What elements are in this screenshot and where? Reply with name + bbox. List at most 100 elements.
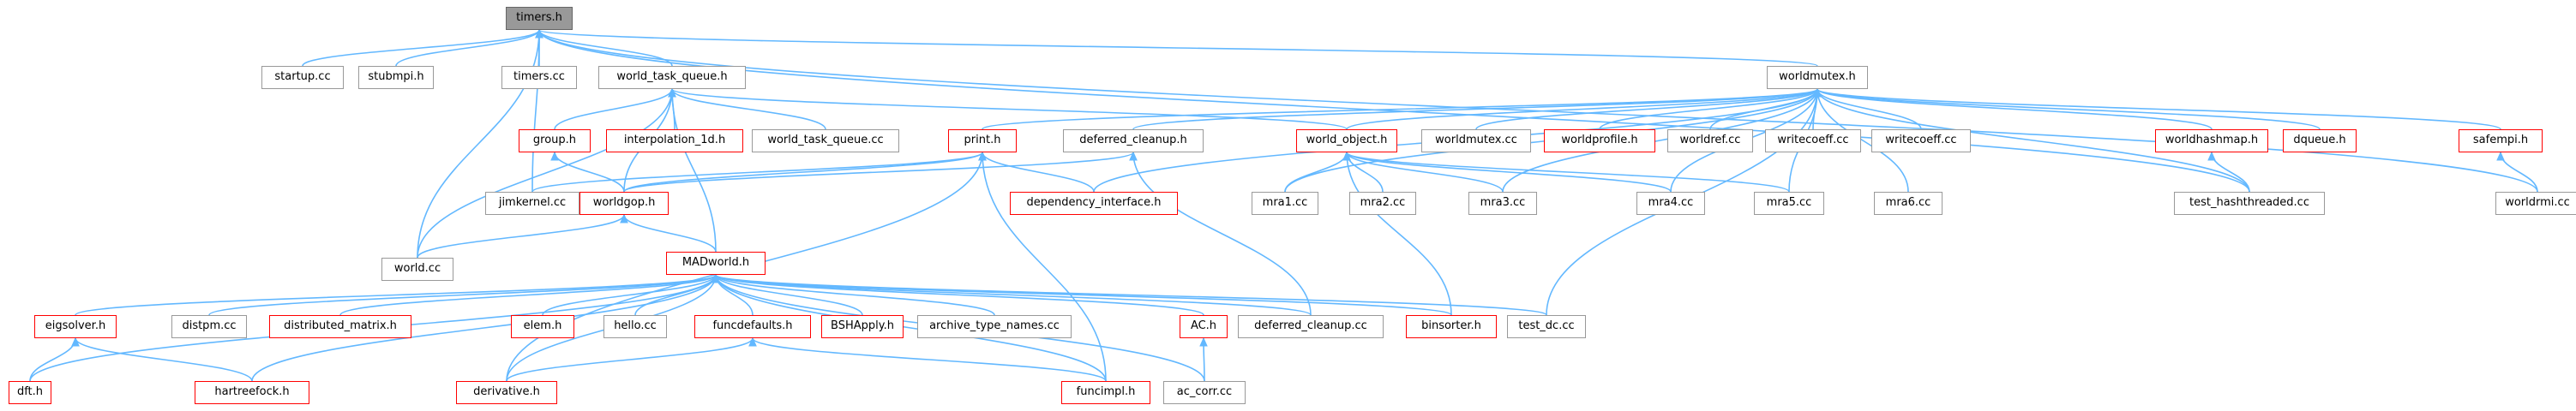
node-ac-corr-cc[interactable]: ac_corr.cc — [1163, 381, 1246, 404]
edge-world_task_queue_h-to-group_h — [554, 88, 673, 130]
edge-MADworld_h-to-deferred_cleanup_cc — [715, 274, 1312, 316]
edge-worldmutex_h-to-safempi_h — [1816, 88, 2501, 130]
node-jimkernel-cc[interactable]: jimkernel.cc — [485, 192, 579, 215]
node-group-h[interactable]: group.h — [519, 129, 591, 152]
edge-world_object_h-to-mra4_cc — [1346, 152, 1672, 193]
edge-arrowhead — [668, 87, 676, 98]
edge-print_h-to-jimkernel_cc — [531, 152, 983, 193]
node-hello-cc[interactable]: hello.cc — [603, 315, 667, 338]
node-mra6-cc[interactable]: mra6.cc — [1874, 192, 1943, 215]
edge-world_object_h-to-mra3_cc — [1346, 152, 1504, 193]
node-worldgop-h[interactable]: worldgop.h — [579, 192, 669, 215]
edge-worldmutex_h-to-world_object_h — [1346, 88, 1818, 130]
node-eigsolver-h[interactable]: eigsolver.h — [34, 315, 117, 338]
edge-worldmutex_h-to-mra6_cc — [1816, 88, 1909, 193]
node-worldhashmap-h[interactable]: worldhashmap.h — [2155, 129, 2268, 152]
edge-funcdefaults_h-to-funcimpl_h — [752, 337, 1107, 382]
node-world-task-queue-h[interactable]: world_task_queue.h — [598, 66, 746, 89]
node-binsorter-h[interactable]: binsorter.h — [1406, 315, 1497, 338]
node-dqueue-h[interactable]: dqueue.h — [2283, 129, 2357, 152]
edge-deferred_cleanup_h-to-deferred_cleanup_cc — [1132, 152, 1312, 316]
node-world-object-h[interactable]: world_object.h — [1296, 129, 1397, 152]
edge-world_object_h-to-binsorter_h — [1346, 152, 1452, 316]
edge-world_task_queue_h-to-MADworld_h — [671, 88, 717, 253]
edge-world_task_queue_h-to-world_cc — [417, 88, 673, 259]
edge-timers_h-to-worldmutex_h — [538, 29, 1818, 67]
node-test-dc-cc[interactable]: test_dc.cc — [1507, 315, 1586, 338]
node-funcdefaults-h[interactable]: funcdefaults.h — [694, 315, 811, 338]
node-world-cc[interactable]: world.cc — [381, 258, 453, 281]
edge-MADworld_h-to-distpm_cc — [208, 274, 717, 316]
edge-MADworld_h-to-archive_type_names_cc — [715, 274, 995, 316]
node-mra4-cc[interactable]: mra4.cc — [1636, 192, 1705, 215]
node-MADworld-h[interactable]: MADworld.h — [666, 252, 766, 275]
edge-arrowhead — [978, 151, 987, 161]
edge-timers_h-to-startup_cc — [302, 29, 540, 67]
node-writecoeff-cc-1[interactable]: writecoeff.cc — [1765, 129, 1861, 152]
edge-MADworld_h-to-funcimpl_h — [715, 274, 1107, 382]
node-print-h[interactable]: print.h — [948, 129, 1017, 152]
edge-worldmutex_h-to-test_hashthreaded_cc — [1816, 88, 2250, 193]
edge-MADworld_h-to-hartreefock_h — [251, 274, 717, 382]
edge-MADworld_h-to-test_dc_cc — [715, 274, 1547, 316]
edge-worldmutex_h-to-worldprofile_h — [1599, 88, 1818, 130]
edge-arrowhead — [1342, 151, 1351, 161]
node-worldmutex-cc[interactable]: worldmutex.cc — [1421, 129, 1531, 152]
edge-MADworld_h-to-hello_cc — [634, 274, 717, 316]
node-stubmpi-h[interactable]: stubmpi.h — [358, 66, 434, 89]
edge-worldhashmap_h-to-test_hashthreaded_cc — [2211, 152, 2250, 193]
edge-arrowhead — [620, 213, 628, 223]
node-timers-cc[interactable]: timers.cc — [501, 66, 577, 89]
node-worldref-cc[interactable]: worldref.cc — [1667, 129, 1753, 152]
node-dependency-interface-h[interactable]: dependency_interface.h — [1010, 192, 1178, 215]
node-derivative-h[interactable]: derivative.h — [456, 381, 557, 404]
edge-worldmutex_h-to-worldhashmap_h — [1816, 88, 2213, 130]
edge-worldmutex_h-to-dqueue_h — [1816, 88, 2321, 130]
node-interpolation-1d-h[interactable]: interpolation_1d.h — [606, 129, 743, 152]
edge-timers_h-to-test_hashthreaded_cc — [538, 29, 2250, 193]
node-writecoeff-cc-2[interactable]: writecoeff.cc — [1871, 129, 1971, 152]
node-worldmutex-h[interactable]: worldmutex.h — [1767, 66, 1868, 89]
node-test-hashthreaded-cc[interactable]: test_hashthreaded.cc — [2174, 192, 2325, 215]
edge-funcdefaults_h-to-derivative_h — [506, 337, 754, 382]
node-worldrmi-cc[interactable]: worldrmi.cc — [2495, 192, 2576, 215]
node-worldprofile-h[interactable]: worldprofile.h — [1544, 129, 1655, 152]
edge-arrowhead — [550, 151, 559, 161]
node-distributed-matrix-h[interactable]: distributed_matrix.h — [269, 315, 411, 338]
edge-eigsolver_h-to-dft_h — [29, 337, 76, 382]
edge-timers_h-to-stubmpi_h — [395, 29, 540, 67]
edge-worldmutex_h-to-print_h — [982, 88, 1818, 130]
edge-arrowhead — [748, 337, 757, 347]
node-dft-h[interactable]: dft.h — [9, 381, 51, 404]
edge-eigsolver_h-to-hartreefock_h — [75, 337, 253, 382]
node-startup-cc[interactable]: startup.cc — [261, 66, 344, 89]
node-distpm-cc[interactable]: distpm.cc — [171, 315, 247, 338]
node-AC-h[interactable]: AC.h — [1180, 315, 1228, 338]
node-deferred-cleanup-h[interactable]: deferred_cleanup.h — [1063, 129, 1204, 152]
edge-MADworld_h-to-elem_h — [542, 274, 717, 316]
edge-world_object_h-to-mra5_cc — [1346, 152, 1790, 193]
node-funcimpl-h[interactable]: funcimpl.h — [1061, 381, 1150, 404]
edge-print_h-to-dependency_interface_h — [982, 152, 1095, 193]
edge-arrowhead — [71, 337, 80, 347]
edge-worldmutex_h-to-mra3_cc — [1502, 88, 1818, 193]
node-mra5-cc[interactable]: mra5.cc — [1754, 192, 1824, 215]
edge-arrowhead — [2496, 151, 2505, 161]
node-world-task-queue-cc[interactable]: world_task_queue.cc — [752, 129, 899, 152]
edge-MADworld_h-to-AC_h — [715, 274, 1204, 316]
edge-print_h-to-funcimpl_h — [982, 152, 1107, 382]
node-deferred-cleanup-cc[interactable]: deferred_cleanup.cc — [1238, 315, 1384, 338]
node-hartreefock-h[interactable]: hartreefock.h — [195, 381, 309, 404]
node-safempi-h[interactable]: safempi.h — [2459, 129, 2543, 152]
edge-arrowhead — [2207, 151, 2216, 161]
node-elem-h[interactable]: elem.h — [511, 315, 574, 338]
node-archive-type-names-cc[interactable]: archive_type_names.cc — [917, 315, 1072, 338]
edge-arrowhead — [1129, 151, 1138, 161]
edge-arrowhead — [535, 28, 543, 39]
node-mra3-cc[interactable]: mra3.cc — [1468, 192, 1537, 215]
edge-MADworld_h-to-distributed_matrix_h — [339, 274, 717, 316]
node-mra1-cc[interactable]: mra1.cc — [1252, 192, 1318, 215]
node-mra2-cc[interactable]: mra2.cc — [1349, 192, 1416, 215]
node-BSHApply-h[interactable]: BSHApply.h — [821, 315, 904, 338]
